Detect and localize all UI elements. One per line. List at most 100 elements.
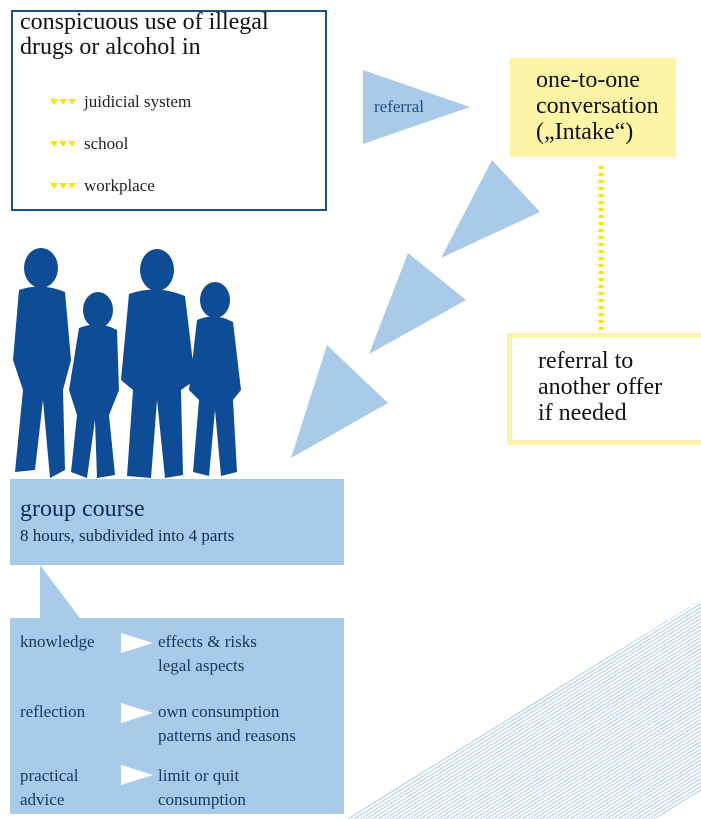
- content-row-advice-desc: limit or quit consumption: [158, 764, 246, 812]
- stripe-line: [533, 600, 701, 819]
- intake-box: [510, 58, 676, 157]
- stripe-line: [389, 600, 701, 819]
- stripe-line: [569, 600, 701, 819]
- stripe-line: [593, 600, 701, 819]
- stripe-line: [551, 600, 701, 819]
- stripe-line: [479, 600, 701, 819]
- stripe-line: [623, 600, 701, 819]
- course-content-box: [10, 618, 344, 814]
- group-course-title: group course: [20, 496, 145, 522]
- group-course-subtitle: 8 hours, subdivided into 4 parts: [20, 526, 235, 545]
- row-label: knowledge: [20, 632, 95, 651]
- triple-chevron-icon: [50, 99, 76, 105]
- stripe-line: [599, 600, 701, 819]
- stripe-line: [491, 600, 701, 819]
- row-label: advice: [20, 790, 65, 809]
- down-left-arrow-icon: [441, 160, 540, 258]
- stripe-line: [443, 600, 701, 819]
- callout-tail: [40, 565, 80, 618]
- row-label: reflection: [20, 702, 86, 721]
- row-desc: limit or quit: [158, 766, 240, 785]
- other-offer-text: referral to another offer if needed: [538, 348, 662, 426]
- stripe-line: [383, 600, 701, 819]
- stripe-line: [557, 600, 701, 819]
- stripe-line: [395, 600, 701, 819]
- stripe-line: [455, 600, 701, 819]
- referral-label: referral: [374, 97, 425, 116]
- stripe-line: [365, 600, 701, 819]
- stripe-line: [497, 600, 701, 819]
- other-offer-box: [507, 333, 701, 445]
- down-left-arrow-icon: [369, 253, 466, 354]
- stripe-line: [509, 600, 701, 819]
- row-desc: consumption: [158, 790, 246, 809]
- stripe-line: [629, 600, 701, 819]
- stripe-line: [449, 600, 701, 819]
- origin-item-judicial: juidicial system: [50, 92, 191, 112]
- row-arrow-icon: [121, 633, 153, 653]
- origin-item-school: school: [50, 134, 128, 154]
- triple-chevron-icon: [50, 183, 76, 189]
- stripe-line: [413, 600, 701, 819]
- other-offer-line: referral to: [538, 348, 634, 374]
- row-arrow-icon: [121, 703, 153, 723]
- origin-item-label: workplace: [84, 176, 155, 195]
- content-row-knowledge: knowledge: [20, 630, 95, 654]
- triple-chevron-icon: [50, 141, 76, 147]
- stripe-line: [419, 600, 701, 819]
- stripe-line: [539, 600, 701, 819]
- intake-text: one-to-one conversation („Intake“): [536, 67, 659, 145]
- stripe-line: [575, 600, 701, 819]
- origin-item-workplace: workplace: [50, 176, 155, 196]
- intake-line: one-to-one: [536, 67, 640, 93]
- row-desc: own consumption: [158, 702, 280, 721]
- intake-line: („Intake“): [536, 119, 634, 145]
- content-row-reflection: reflection: [20, 700, 85, 724]
- stripe-line: [527, 600, 701, 819]
- stripe-line: [587, 600, 701, 819]
- row-arrow-icon: [121, 765, 153, 785]
- stripe-line: [431, 600, 701, 819]
- group-course-box: [10, 479, 344, 565]
- people-silhouette-icon: [13, 248, 241, 478]
- intake-line: conversation: [536, 93, 659, 119]
- stripe-line: [353, 600, 701, 819]
- other-offer-line: another offer: [538, 374, 663, 400]
- content-row-knowledge-desc: effects & risks legal aspects: [158, 630, 257, 678]
- stripe-line: [617, 600, 701, 819]
- stripe-line: [545, 600, 701, 819]
- stripe-line: [485, 600, 701, 819]
- stripe-line: [515, 600, 701, 819]
- stripe-line: [437, 600, 701, 819]
- origin-title: conspicuous use of illegal drugs or alco…: [20, 9, 269, 60]
- row-desc: effects & risks: [158, 632, 257, 651]
- content-row-reflection-desc: own consumption patterns and reasons: [158, 700, 296, 748]
- stripe-line: [473, 600, 701, 819]
- stripe-line: [521, 600, 701, 819]
- stripe-line: [407, 600, 701, 819]
- stripe-line: [425, 600, 701, 819]
- row-desc: legal aspects: [158, 656, 245, 675]
- stripe-line: [503, 600, 701, 819]
- origin-box: [11, 10, 327, 211]
- referral-arrow-icon: [363, 70, 470, 144]
- stripe-line: [467, 600, 701, 819]
- down-left-arrow-icon: [291, 345, 388, 458]
- row-label: practical: [20, 766, 79, 785]
- stripe-line: [401, 600, 701, 819]
- other-offer-line: if needed: [538, 400, 627, 426]
- origin-item-label: juidicial system: [84, 92, 192, 111]
- content-row-advice: practical advice: [20, 764, 79, 812]
- stripe-line: [461, 600, 701, 819]
- stripe-line: [359, 600, 701, 819]
- stripe-line: [371, 600, 701, 819]
- stripe-line: [611, 600, 701, 819]
- stripe-line: [377, 600, 701, 819]
- stripe-line: [581, 600, 701, 819]
- origin-item-label: school: [84, 134, 129, 153]
- row-desc: patterns and reasons: [158, 726, 296, 745]
- stripe-line: [563, 600, 701, 819]
- stripe-line: [605, 600, 701, 819]
